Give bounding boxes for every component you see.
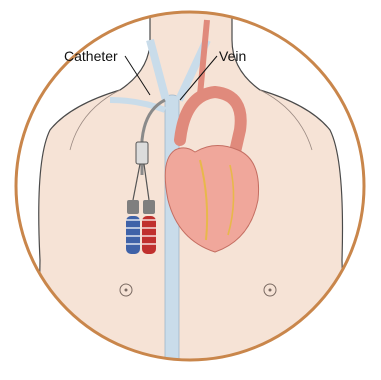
catheter-hub <box>136 142 148 164</box>
red-lumen-cap <box>142 200 156 254</box>
catheter-label: Catheter <box>64 49 118 63</box>
blue-lumen-cap <box>126 200 140 254</box>
vein-label: Vein <box>219 49 246 63</box>
